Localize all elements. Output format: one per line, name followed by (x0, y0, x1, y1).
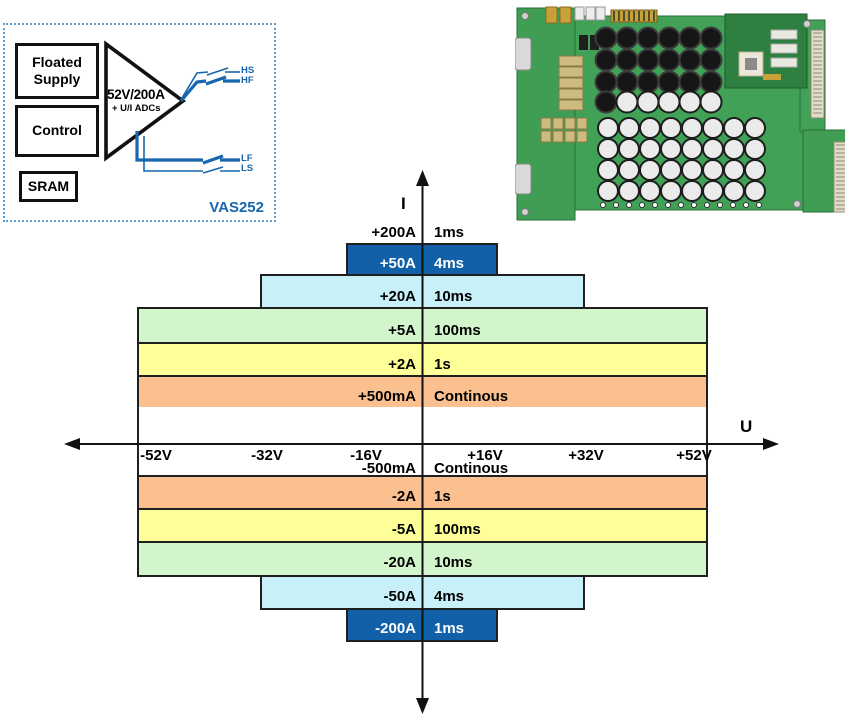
floated-supply-label: Floated Supply (32, 53, 82, 88)
pcb-via-row (600, 202, 762, 208)
pcb-photo (515, 6, 845, 221)
current-label: +2A (388, 356, 416, 373)
voltage-tick: -16V (350, 447, 382, 464)
sram-box: SRAM (19, 171, 78, 202)
pcb-dsub-connector (515, 37, 532, 71)
band-minus-2a (137, 475, 708, 510)
part-number-label: VAS252 (209, 199, 264, 216)
voltage-tick: +52V (676, 447, 712, 464)
current-label: -500mA (361, 460, 416, 477)
duration-label: 1s (434, 488, 451, 505)
current-label: +5A (388, 322, 416, 339)
block-diagram: Floated Supply Control SRAM (3, 23, 276, 222)
duration-label: 100ms (434, 322, 481, 339)
hf-output-label: HF (241, 75, 254, 86)
control-label: Control (32, 122, 82, 139)
voltage-tick: +32V (568, 447, 604, 464)
amplifier-triangle (104, 40, 240, 174)
duration-label: 10ms (434, 288, 473, 305)
amplifier-title: 52V/200A (107, 87, 165, 102)
i-axis-label: I (401, 194, 406, 213)
band-axis-row (137, 407, 708, 477)
i-axis-down-arrow (416, 698, 429, 714)
duration-label: 1s (434, 356, 451, 373)
duration-label: 4ms (434, 255, 465, 272)
voltage-tick: -52V (140, 447, 172, 464)
band-minus-20a (137, 541, 708, 577)
band-plus-5a (137, 307, 708, 344)
hs-output-label: HS (241, 65, 255, 76)
amplifier-subtitle: + U/I ADCs (112, 103, 161, 114)
current-label: -2A (391, 488, 416, 505)
control-box: Control (15, 105, 99, 157)
duration-label: Continous (434, 460, 509, 477)
pcb-screws (521, 12, 811, 216)
current-label: +500mA (358, 388, 416, 405)
pcb-dsub-connector (515, 163, 532, 195)
duration-label: 1ms (434, 620, 465, 637)
band-plus-2a (137, 342, 708, 377)
current-label: +200A (371, 224, 416, 241)
voltage-tick: -32V (251, 447, 283, 464)
i-axis-up-arrow (416, 170, 429, 186)
pcb-relays (540, 55, 588, 143)
u-axis-right-arrow (763, 438, 779, 450)
duration-label: 10ms (434, 554, 473, 571)
current-label: -50A (383, 588, 416, 605)
ls-output-label: LS (241, 163, 254, 174)
output-switch-lines (135, 67, 240, 174)
duration-label: 1ms (434, 224, 465, 241)
duration-label: 100ms (434, 521, 481, 538)
pcb-controller-subboard (724, 13, 808, 89)
u-axis-left-arrow (64, 438, 80, 450)
current-label: -5A (391, 521, 416, 538)
voltage-tick: +16V (467, 447, 503, 464)
duration-label: Continous (434, 388, 509, 405)
current-label: +50A (379, 255, 416, 272)
sram-label: SRAM (27, 177, 70, 194)
current-label: -20A (383, 554, 416, 571)
duration-label: 4ms (434, 588, 465, 605)
current-label: -200A (375, 620, 416, 637)
band-minus-5a (137, 508, 708, 543)
lf-output-label: LF (241, 153, 253, 164)
current-label: +20A (379, 288, 416, 305)
pcb-black-capacitor-bank (594, 26, 723, 114)
band-plus-500ma (137, 375, 708, 409)
floated-supply-box: Floated Supply (15, 43, 99, 99)
u-axis-label: U (740, 417, 753, 436)
pcb-white-capacitor-bank (597, 117, 766, 202)
